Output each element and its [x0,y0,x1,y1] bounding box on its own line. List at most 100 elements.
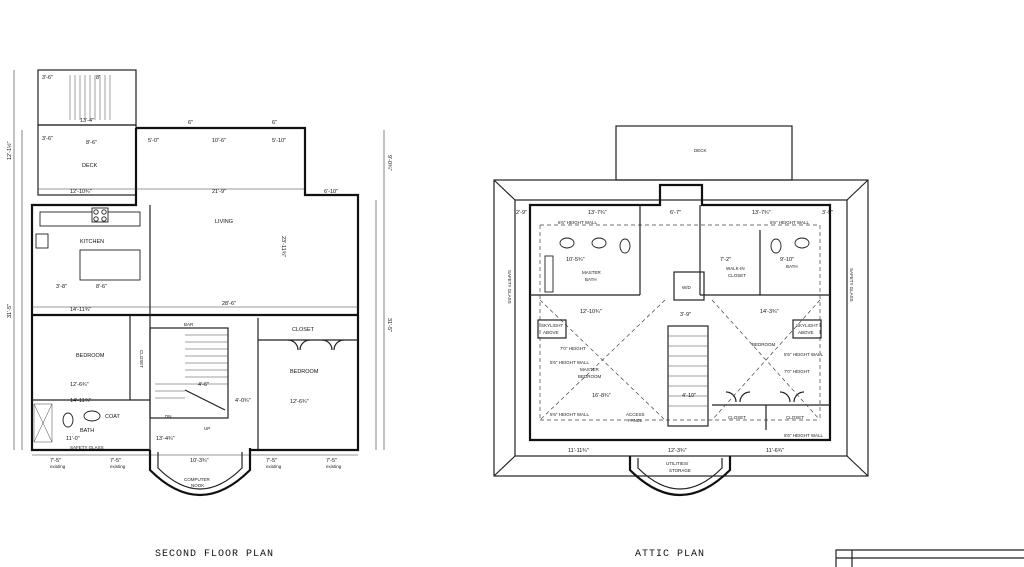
attic-dim-c: 6'-7" [670,210,681,216]
attic-dim-l: 11'-11¾" [568,448,589,454]
label-safety-glass: SAFETY GLASS [70,445,104,450]
second-floor-plan: DECK LIVING KITCHEN BEDROOM CLOSET COAT … [6,69,392,497]
label-skylight-r-1: SKYLIGHT [796,323,819,328]
attic-dim-p: 3'-9" [680,312,691,318]
dim-living-a: 5'-0" [148,138,159,144]
interior-stair [149,327,229,419]
kitchen-sink [35,233,49,249]
dim-stairs-a: 4'-6" [198,382,209,388]
label-closet-vertical: CLOSET [139,350,144,368]
note-h7-r: 7'0" HEIGHT [784,369,810,374]
note-h5-r: 5'6" HEIGHT WALL [784,352,823,357]
label-closet-right: CLOSET [292,327,315,333]
note-h7-l: 7'0" HEIGHT [560,346,586,351]
title-block-corner [835,549,1024,567]
dim-kitchen-a: 3'-8" [56,284,67,290]
note-h5-low-l: 5'6" HEIGHT WALL [550,412,589,417]
label-safety-glass-r: SAFETY GLASS [849,268,854,302]
dim-living-right: 6'-10" [324,189,338,195]
attic-dim-j: 9'-10" [780,257,794,263]
dim-living-top1: 6" [188,120,193,126]
attic-dim-f: 12'-10¾" [580,309,602,315]
attic-dim-d: 13'-7¾" [752,210,771,216]
dim-right-bed-w: 12'-6¾" [290,399,309,405]
dim-bath-w: 11'-0" [66,436,80,442]
attic-dim-a: 2'-9" [516,210,527,216]
attic-label-deck: DECK [694,148,707,153]
dim-stair-top: 3'-6" [42,75,53,81]
label-master-bedroom-2: BEDROOM [578,374,602,379]
dim-living-c: 5'-10" [272,138,286,144]
note-h6-top-r: 6'6" HEIGHT WALL [770,220,809,225]
stair-treads-interior [155,334,228,399]
attic-dim-e: 3'-9" [822,210,833,216]
dim-deck-width: 12'-10¾" [70,189,92,195]
toilet [62,412,74,428]
note-existing-3: existing [266,464,282,469]
attic-walls [528,183,832,442]
dim-bedroom-w: 12'-6¾" [70,382,89,388]
dim-bottom-l2: 7'-5" [110,458,121,464]
note-h5-low-r: 5'6" HEIGHT WALL [784,433,823,438]
dim-bedroom-b: 14'-11¾" [70,398,91,404]
label-computer: COMPUTER [184,477,211,482]
dim-kitchen-b: 8'-6" [96,284,107,290]
attic-plan: DECK MASTER BATH MASTER BEDROOM SKYLIGHT… [493,125,869,497]
title-second-floor: SECOND FLOOR PLAN [155,549,274,560]
kitchen-counter [39,211,141,227]
dim-overall-mid: 28'-6" [222,301,236,307]
dim-bedroom-top: 14'-11¾" [70,307,91,313]
dim-living-top2: 6" [272,120,277,126]
attic-dim-o: 4'-10" [682,393,696,399]
dim-deck-mid: 8'-6" [86,140,97,146]
label-skylight-l-1: SKYLIGHT [541,323,564,328]
dim-stair-top2: 8' [96,75,100,81]
note-existing-2: existing [110,464,126,469]
label-up: UP [204,426,210,431]
computer-nook-bay [148,450,252,497]
title-attic: ATTIC PLAN [635,549,705,560]
label-bar: BAR [184,322,194,327]
dim-nook: 10'-3¾" [190,458,209,464]
label-bath-right: BATH [786,264,798,269]
attic-dim-b: 13'-7¾" [588,210,607,216]
label-living: LIVING [215,219,233,225]
shower [33,403,53,443]
label-master-bath-2: BATH [585,277,597,282]
note-existing-1: existing [50,464,66,469]
dim-deck-side: 13'-4" [80,118,94,124]
dim-left-upper: 12'-1½" [6,141,13,160]
attic-dim-h: 10'-5¾" [566,257,585,263]
dim-bottom-r: 7'-5" [266,458,277,464]
label-bedroom-right: BEDROOM [752,342,776,347]
label-wd: W/D [682,285,691,290]
label-closet-a: CLOSET [728,415,746,420]
stair-treads-exterior [69,75,111,120]
label-skylight-r-2: ABOVE [798,330,814,335]
label-deck: DECK [82,163,98,169]
dim-living-width: 21'-9" [212,189,226,195]
attic-deck [615,125,793,181]
note-existing-4: existing [326,464,342,469]
label-bedroom-right: BEDROOM [290,369,319,375]
utilities-bay [628,456,732,497]
label-bath: BATH [80,428,94,434]
note-h6-top-l: 6'6" HEIGHT WALL [558,220,597,225]
label-master-bath-1: MASTER [582,270,602,275]
attic-dim-i: 7'-2" [720,257,731,263]
roof-outline [493,179,869,477]
label-walk-in-2: CLOSET [728,273,746,278]
kitchen-island [79,249,141,281]
label-dn: DN [165,414,172,419]
dim-living-depth: 23'-11¾" [280,236,286,257]
note-h5-l: 5'6" HEIGHT WALL [550,360,589,365]
dim-stair-run: 13'-4¾" [156,436,175,442]
dim-bottom-r2: 7'-5" [326,458,337,464]
attic-dim-m: 12'-3¾" [668,448,687,454]
label-kitchen: KITCHEN [80,239,104,245]
dim-deck-left: 3'-6" [42,136,53,142]
bath-sink [83,410,101,422]
label-safety-glass-l: SAFETY GLASS [507,270,512,304]
washer-dryer [673,271,705,301]
